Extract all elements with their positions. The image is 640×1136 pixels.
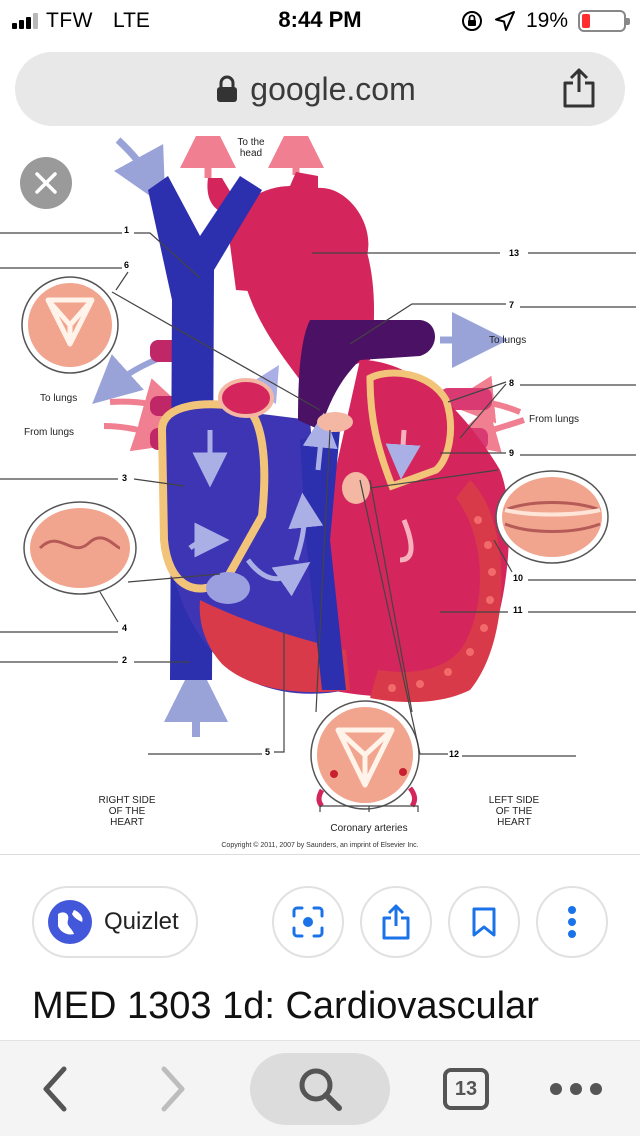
carrier-name: TFW [46, 9, 93, 32]
back-icon [43, 1066, 67, 1112]
lens-button[interactable] [272, 886, 344, 958]
aortic-root [218, 378, 274, 418]
number-label: 10 [513, 573, 524, 583]
muscle-texture [388, 516, 496, 692]
share-icon [382, 904, 410, 940]
right-myocardium [199, 600, 350, 693]
pulmonary-valve [317, 412, 353, 432]
result-title[interactable]: MED 1303 1d: Cardiovascular [32, 985, 539, 1027]
network-type: LTE [112, 9, 150, 32]
number-label: 6 [124, 260, 130, 270]
clock: 8:44 PM [278, 7, 362, 32]
number-label: 7 [509, 300, 515, 310]
pulmonary-vein-right-1 [440, 388, 492, 410]
label-to-lungs-left: To lungs [40, 393, 78, 404]
status-right: 19% [460, 8, 630, 34]
valve-callout-4 [23, 501, 137, 595]
more-vertical-icon [568, 906, 576, 938]
number-label: 8 [509, 378, 515, 388]
label-right-side: RIGHT SIDE OF THE HEART [98, 795, 156, 828]
leader-lines [0, 232, 636, 812]
heart-diagram [0, 136, 636, 812]
number-label: 12 [449, 749, 460, 759]
mitral-valve-inner [342, 472, 370, 504]
search-button[interactable] [250, 1053, 390, 1125]
share-icon[interactable] [561, 68, 597, 108]
number-label: 5 [265, 747, 271, 757]
number-label: 3 [122, 473, 128, 483]
valve-callout-12 [310, 700, 420, 810]
lock-icon [217, 75, 238, 102]
address-bar[interactable]: google.com [15, 52, 625, 126]
location-arrow-icon [494, 11, 515, 31]
number-label: 1 [124, 225, 130, 235]
orientation-lock-icon [461, 11, 482, 31]
battery-percent: 19% [525, 9, 568, 32]
more-horizontal-icon [550, 1083, 602, 1095]
number-label: 2 [122, 655, 128, 665]
viewer-divider [0, 854, 640, 855]
source-chip[interactable]: Quizlet [32, 886, 198, 958]
number-label: 9 [509, 448, 515, 458]
signal-strength-icon [12, 13, 38, 29]
url-domain: google.com [250, 70, 416, 107]
more-menu-button[interactable] [540, 1053, 612, 1125]
source-name: Quizlet [104, 908, 179, 935]
save-button[interactable] [448, 886, 520, 958]
left-atrium [366, 369, 455, 491]
label-copyright: Copyright © 2011, 2007 by Saunders, an i… [221, 842, 419, 849]
share-result-button[interactable] [360, 886, 432, 958]
number-label: 11 [513, 605, 523, 615]
pulmonary-artery [298, 320, 435, 430]
label-to-head: To the head [237, 137, 265, 159]
label-to-lungs-right: To lungs [489, 335, 527, 346]
label-left-side: LEFT SIDE OF THE HEART [488, 795, 540, 828]
bottom-toolbar: 13 [0, 1040, 640, 1136]
left-myocardium [370, 480, 502, 703]
quizlet-logo-icon [48, 900, 92, 944]
right-atrium-wall [157, 400, 269, 593]
search-icon [299, 1068, 342, 1111]
image-viewer[interactable]: To the head To lungs To lungs From lungs… [0, 136, 640, 854]
label-from-lungs-right: From lungs [529, 414, 580, 425]
close-button[interactable] [20, 157, 72, 209]
address-display[interactable]: google.com [15, 52, 625, 126]
back-button[interactable] [22, 1053, 86, 1125]
close-icon [35, 172, 57, 194]
number-label: 13 [509, 248, 520, 258]
flow-arrows [92, 136, 525, 737]
tabs-icon: 13 [443, 1068, 489, 1110]
forward-icon [161, 1066, 185, 1112]
forward-button[interactable] [142, 1053, 206, 1125]
bookmark-icon [472, 907, 496, 937]
label-from-lungs-left: From lungs [24, 427, 75, 438]
battery-fill [582, 14, 590, 28]
more-options-button[interactable] [536, 886, 608, 958]
tricuspid-valve-inner [206, 572, 250, 604]
tabs-button[interactable]: 13 [434, 1053, 498, 1125]
number-label: 4 [122, 623, 128, 633]
valve-callout-10 [495, 470, 609, 564]
status-bar: TFW LTE 8:44 PM 19% [0, 0, 640, 42]
lens-icon [292, 906, 324, 938]
label-coronary-arteries: Coronary arteries [330, 823, 408, 834]
battery-icon [578, 10, 630, 32]
valve-callout-6 [21, 276, 119, 374]
status-left: TFW LTE [12, 8, 150, 34]
